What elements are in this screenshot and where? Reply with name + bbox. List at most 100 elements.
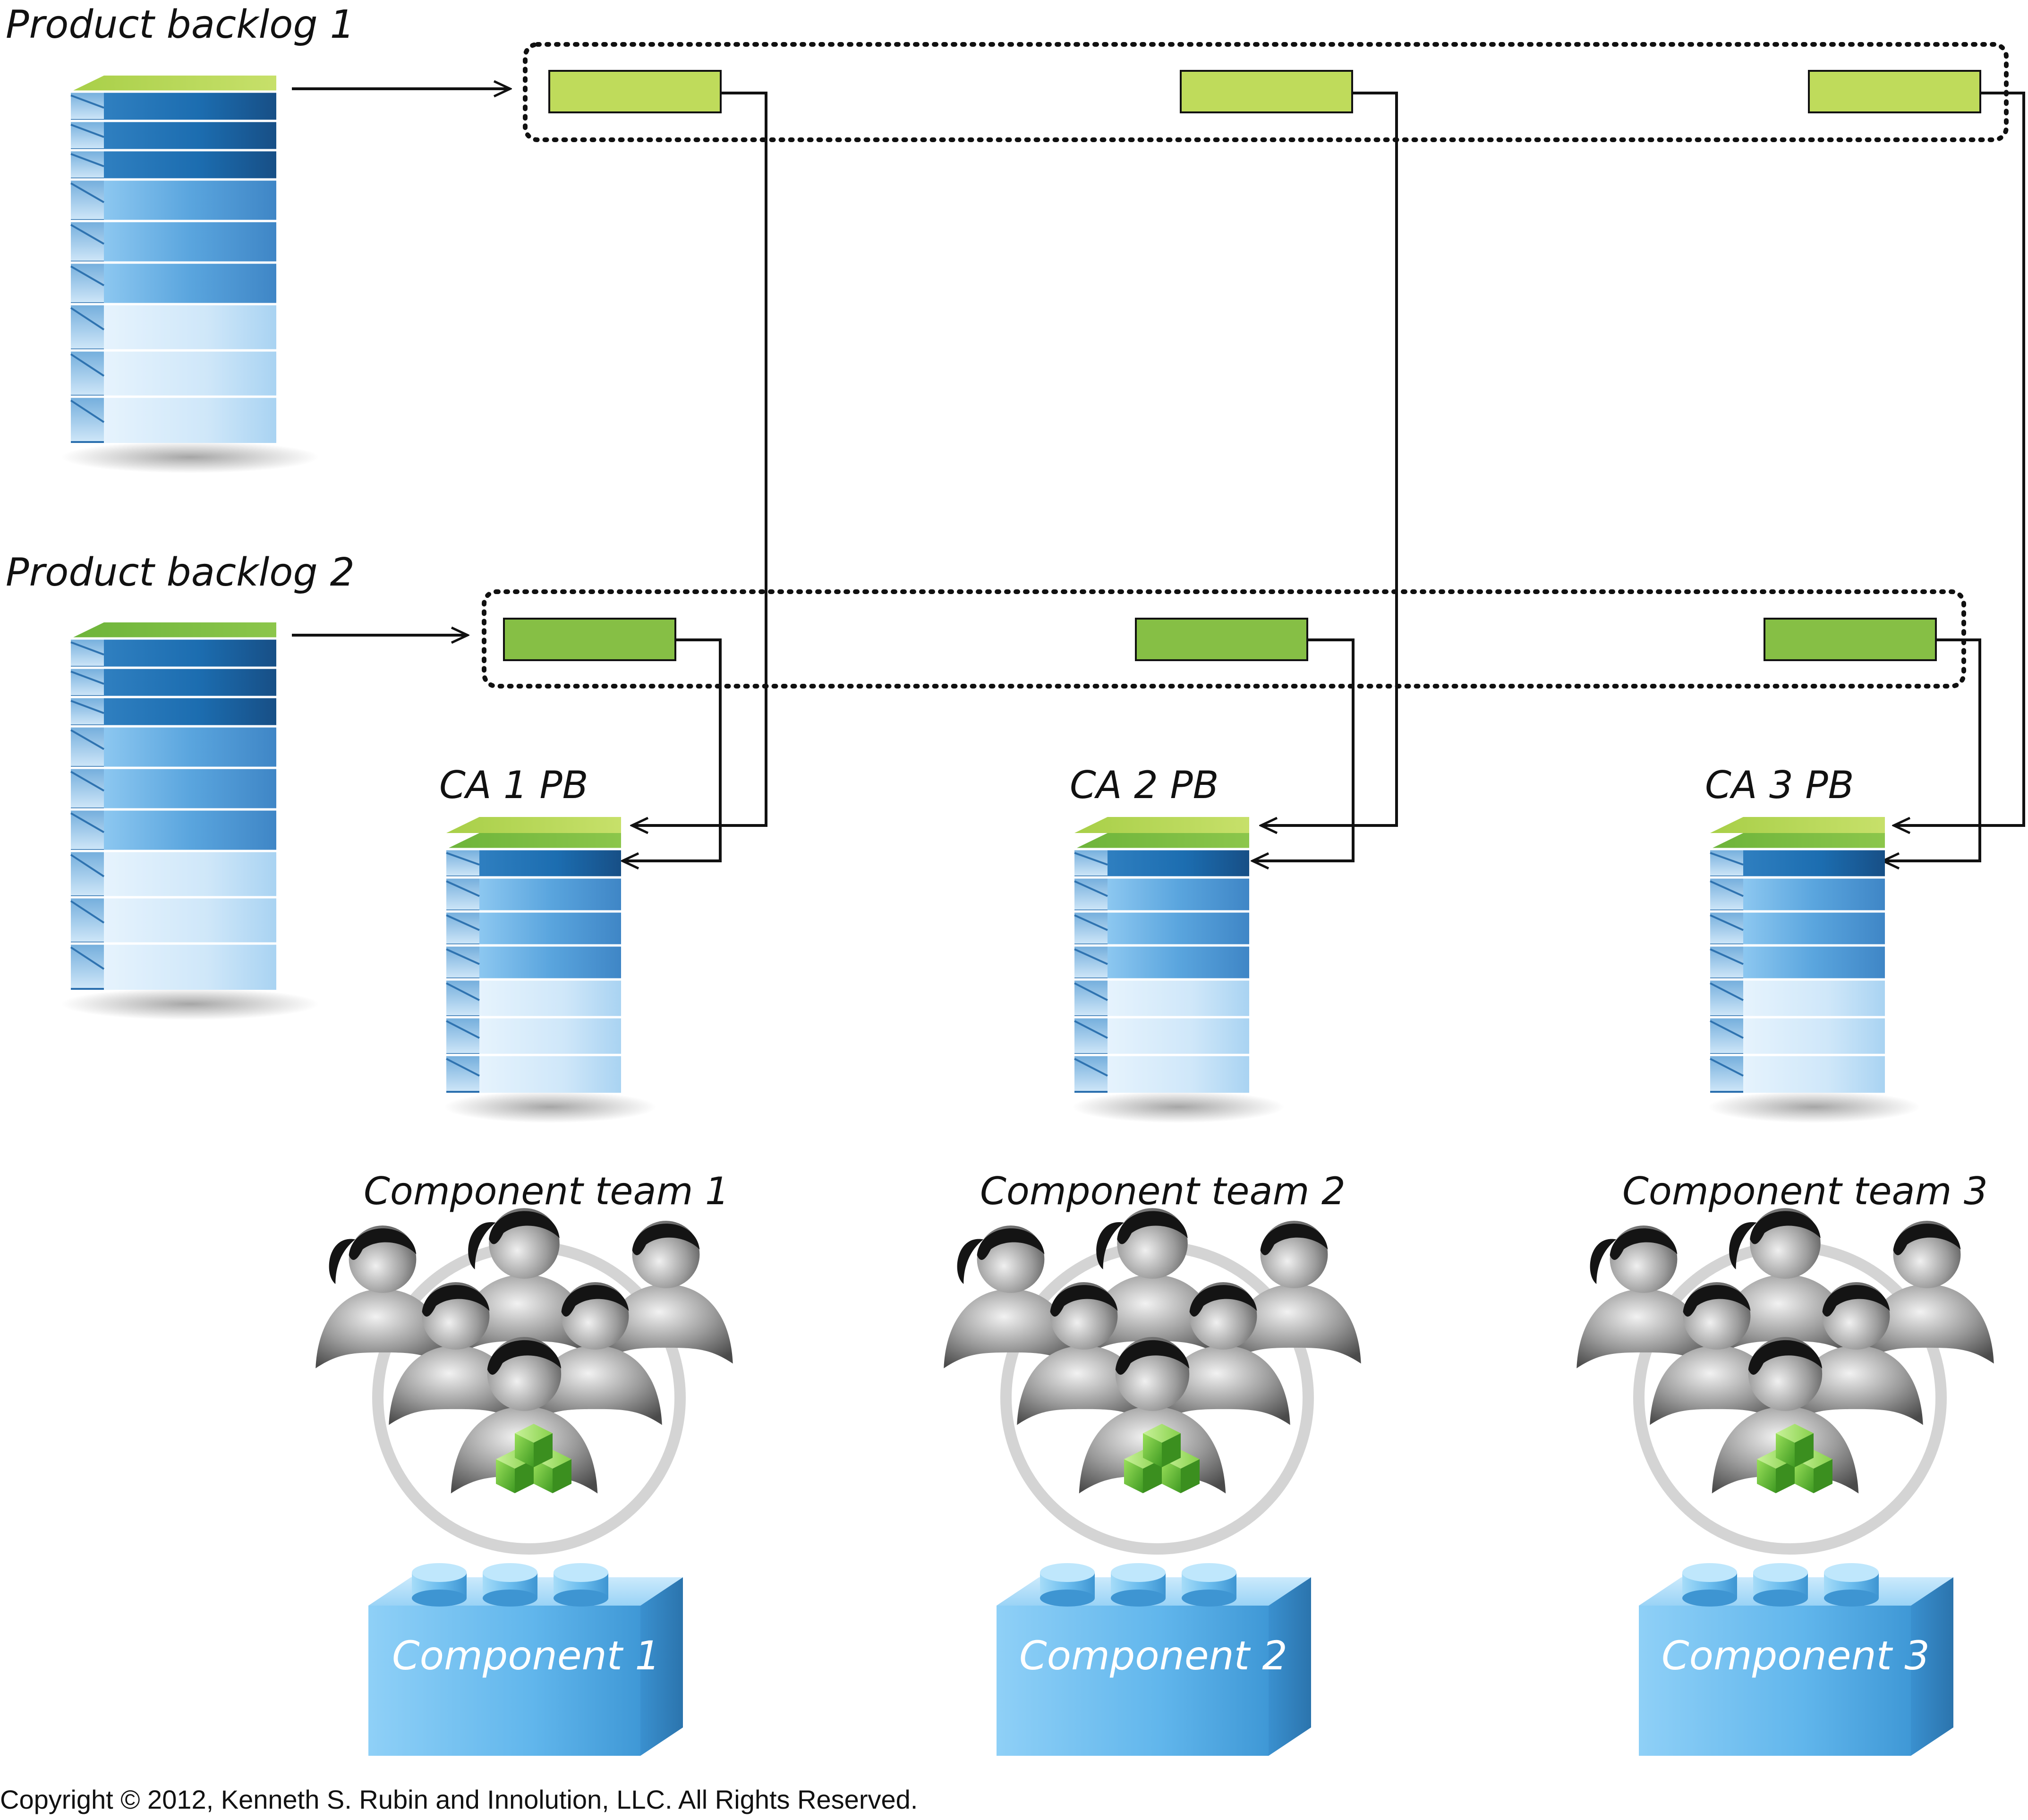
team3-member-2-body xyxy=(1860,1284,1994,1364)
pb1-layer-6 xyxy=(104,263,276,304)
component-3-label: Component 3 xyxy=(1662,1633,1930,1679)
ca1-layer-7 xyxy=(479,1055,621,1093)
pb1-layer-side-8 xyxy=(71,350,104,397)
ca2-layer-side-5 xyxy=(1074,979,1108,1017)
team3-member-5-body xyxy=(1789,1345,1923,1425)
ca3-layer-4 xyxy=(1743,945,1885,979)
component3-front xyxy=(1639,1606,1911,1756)
ca1-layer-side-7 xyxy=(446,1055,479,1093)
pb2-layer-5 xyxy=(104,768,276,809)
ca1-layer-2 xyxy=(479,877,621,911)
ca1-layer-3 xyxy=(479,911,621,945)
team2-member-1-ponytail xyxy=(957,1239,984,1284)
pb2-layer-side-4 xyxy=(71,726,104,768)
ca3-layer-5 xyxy=(1743,979,1885,1017)
team3-member-2-hair xyxy=(1893,1224,1961,1255)
team1-member-2-body xyxy=(599,1284,733,1364)
connector-b1-ca3 xyxy=(1894,92,2025,825)
ca1-green-top-2 xyxy=(446,833,621,849)
component1-stud-1 xyxy=(412,1563,467,1607)
pb2-layer-7 xyxy=(104,851,276,897)
pb2-layer-side-7 xyxy=(71,851,104,897)
team1-member-6-hair xyxy=(487,1340,562,1375)
ca2-green-top-2 xyxy=(1074,833,1249,849)
component-team-2-group xyxy=(944,1208,1361,1555)
team3-member-3-hair xyxy=(1750,1211,1821,1244)
connector-b1-ca2 xyxy=(1261,92,1398,825)
ca1-layer-4 xyxy=(479,945,621,979)
team2-member-2-body xyxy=(1227,1284,1361,1364)
team3-member-3-body xyxy=(1715,1275,1856,1358)
ca2-layer-3 xyxy=(1108,911,1249,945)
ca-3-pb-title: CA 3 PB xyxy=(1705,763,1854,807)
pb2-layer-6 xyxy=(104,809,276,851)
ca2-green-top-1 xyxy=(1074,817,1249,833)
pb2-layer-1 xyxy=(104,638,276,668)
connector-b2-ca1 xyxy=(622,638,722,861)
ca1-shadow xyxy=(444,1091,656,1123)
backlog-2-item-1 xyxy=(503,618,676,661)
team3-member-1-ponytail xyxy=(1590,1239,1617,1284)
connectors xyxy=(622,92,2025,861)
component-1-label: Component 1 xyxy=(392,1633,660,1679)
team3-cube-2 xyxy=(1795,1450,1832,1493)
team1-member-4-hair xyxy=(422,1285,490,1317)
ca1-layer-1 xyxy=(479,849,621,877)
pb2-green-top-1 xyxy=(71,622,276,638)
team1-member-2 xyxy=(599,1221,733,1364)
team3-cube-1 xyxy=(1757,1450,1795,1493)
backlog-2-item-2 xyxy=(1135,618,1308,661)
ca3-layer-7 xyxy=(1743,1055,1885,1093)
pb1-layer-5 xyxy=(104,221,276,263)
component1-stud-2 xyxy=(483,1563,537,1607)
component2-front xyxy=(997,1606,1269,1756)
team2-member-3-body xyxy=(1082,1275,1223,1358)
component3-stud-3 xyxy=(1824,1563,1879,1607)
pb2-layer-side-5 xyxy=(71,768,104,809)
ca-3-pb-stack xyxy=(1708,817,1920,1123)
ca2-layer-side-7 xyxy=(1074,1055,1108,1093)
team3-member-6-hair xyxy=(1748,1340,1823,1375)
product-backlog-1-title: Product backlog 1 xyxy=(6,2,355,47)
pb1-layer-2 xyxy=(104,121,276,150)
component2-stud-3 xyxy=(1182,1563,1236,1607)
ca3-layer-6 xyxy=(1743,1017,1885,1055)
team1-member-1-hair xyxy=(349,1228,417,1260)
ca1-layer-5 xyxy=(479,979,621,1017)
pb2-layer-9 xyxy=(104,944,276,990)
ca-2-pb-stack xyxy=(1072,817,1285,1123)
ca1-green-top-1 xyxy=(446,817,621,833)
pb1-layer-9 xyxy=(104,397,276,443)
team3-member-1-body xyxy=(1576,1289,1711,1369)
pb1-shadow xyxy=(60,441,320,473)
backlog-1-item-3 xyxy=(1808,70,1981,113)
ca-1-pb-title: CA 1 PB xyxy=(439,763,588,807)
ca3-green-top-2 xyxy=(1710,833,1885,849)
component-2-brick xyxy=(997,1563,1311,1756)
pb1-layer-side-4 xyxy=(71,179,104,221)
pb2-layer-2 xyxy=(104,668,276,697)
backlog-2-item-3 xyxy=(1764,618,1937,661)
ca3-layer-1 xyxy=(1743,849,1885,877)
ca1-layer-side-5 xyxy=(446,979,479,1017)
team2-member-5-body xyxy=(1156,1345,1290,1425)
pb1-layer-1 xyxy=(104,92,276,121)
pb2-layer-4 xyxy=(104,726,276,768)
component2-stud-2 xyxy=(1111,1563,1166,1607)
component3-side xyxy=(1911,1577,1953,1756)
connector-b1-ca1 xyxy=(632,92,767,825)
team3-cube-3 xyxy=(1776,1424,1814,1467)
ca3-layer-3 xyxy=(1743,911,1885,945)
team2-member-6-hair xyxy=(1115,1340,1190,1375)
ca3-green-top-1 xyxy=(1710,817,1885,833)
pb1-layer-side-5 xyxy=(71,221,104,263)
team1-member-3-ponytail xyxy=(468,1222,496,1269)
team3-member-1 xyxy=(1576,1225,1711,1369)
ca2-shadow xyxy=(1072,1091,1285,1123)
team2-member-3 xyxy=(1082,1208,1223,1358)
component-team-1-group xyxy=(315,1208,733,1555)
copyright-notice: Copyright © 2012, Kenneth S. Rubin and I… xyxy=(0,1785,918,1814)
team3-member-3 xyxy=(1715,1208,1856,1358)
product-backlog-2-stack xyxy=(60,622,320,1020)
pb1-layer-7 xyxy=(104,304,276,350)
